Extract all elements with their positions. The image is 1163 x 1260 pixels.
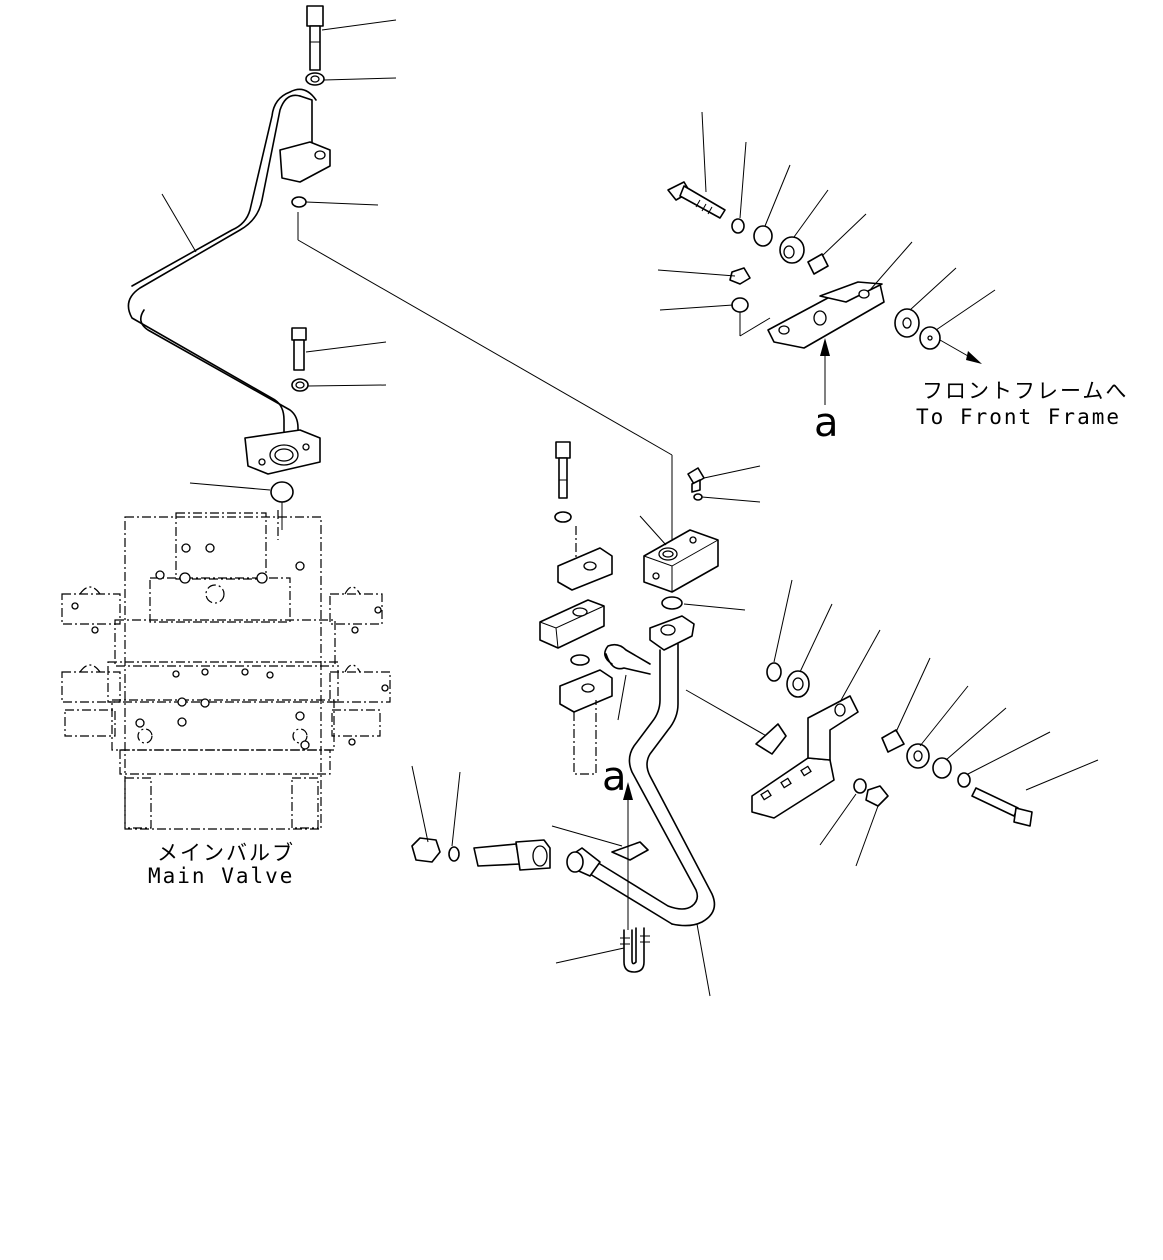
view-a-arrow-lower: a [602, 754, 633, 930]
main-valve-en-label: Main Valve [148, 864, 294, 888]
leaders-lower-right [773, 579, 1099, 867]
view-a-arrow-upper: a [814, 338, 839, 446]
front-frame-en-label: To Front Frame [916, 405, 1121, 429]
front-frame-arrow [939, 339, 982, 364]
upper-pipe-top-flange [279, 141, 331, 183]
connector-line-2 [297, 239, 673, 456]
upper-pipe [127, 88, 317, 433]
upper-pipe-bottom-flange [244, 429, 321, 475]
upper-bracket-assembly [667, 181, 941, 350]
leaders-upper-left [161, 19, 397, 491]
leaders-lower-left [411, 689, 771, 997]
front-frame-jp-label: フロントフレームへ [922, 379, 1128, 403]
lower-bracket-assembly [751, 662, 1033, 827]
view-a-upper-label: a [814, 400, 839, 446]
u-bolt-clamp [620, 927, 650, 973]
center-stack [539, 441, 613, 775]
upper-pipe-fasteners [270, 5, 325, 530]
hose-fitting-left [411, 837, 551, 871]
leaders-center [639, 465, 761, 611]
main-valve-bolts [71, 543, 389, 750]
main-valve-outline [61, 510, 391, 830]
front-frame-label: フロントフレームへ To Front Frame [916, 379, 1128, 429]
leaders-upper-right [657, 111, 996, 331]
swivel-block [643, 467, 719, 610]
lower-pipe [566, 615, 716, 927]
main-valve-label: メインバルブ Main Valve [148, 841, 295, 888]
view-a-lower-label: a [602, 754, 627, 800]
main-valve-jp-label: メインバルブ [157, 841, 295, 865]
